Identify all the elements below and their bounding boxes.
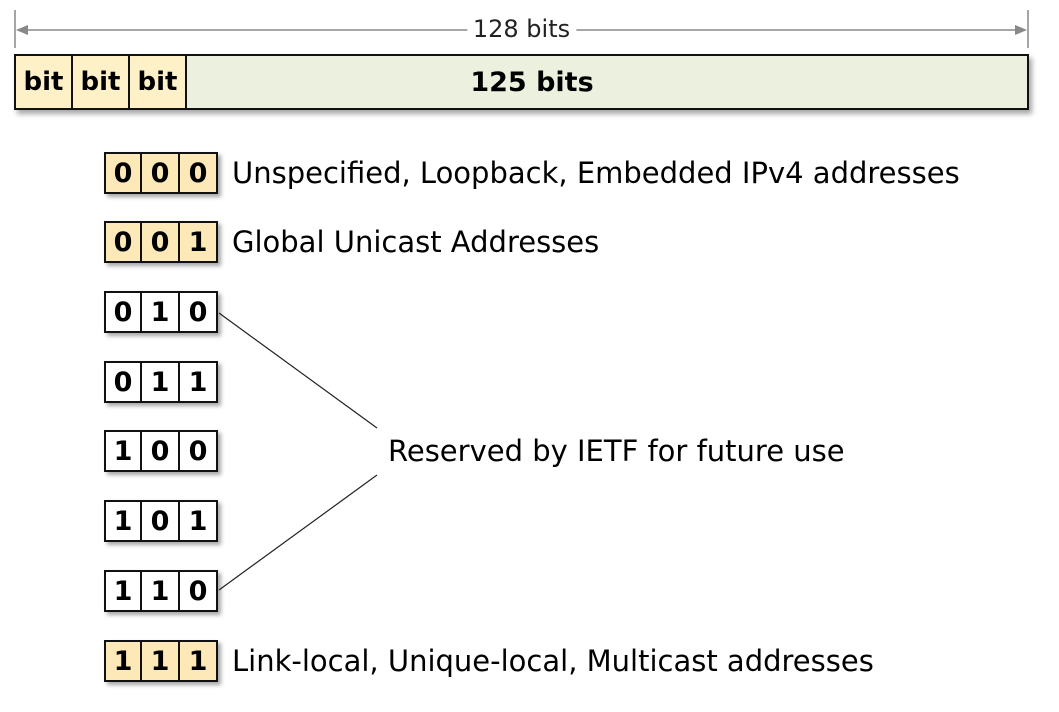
bit-cell: 0 bbox=[104, 361, 142, 403]
remaining-bits-field: 125 bits bbox=[185, 54, 1029, 110]
prefix-bits: 0 1 0 bbox=[104, 291, 218, 333]
prefix-description: Link-local, Unique-local, Multicast addr… bbox=[232, 644, 874, 678]
bit-cell: 0 bbox=[142, 152, 180, 194]
bit-cell: 0 bbox=[104, 221, 142, 263]
bit-cell: 0 bbox=[142, 221, 180, 263]
bit-cell: 0 bbox=[180, 291, 218, 333]
bit-cell: 0 bbox=[142, 500, 180, 542]
prefix-bits: 1 0 1 bbox=[104, 500, 218, 542]
bit-cell: 1 bbox=[142, 570, 180, 612]
total-width-indicator: 128 bits bbox=[14, 10, 1029, 50]
bit-cell: 1 bbox=[142, 640, 180, 682]
bit-cell: 0 bbox=[142, 430, 180, 472]
prefix-row-011: 0 1 1 bbox=[104, 361, 218, 403]
header-bit-3: bit bbox=[128, 54, 185, 110]
prefix-bits: 0 0 0 bbox=[104, 152, 218, 194]
address-bit-layout: bit bit bit 125 bits bbox=[14, 54, 1029, 110]
bit-cell: 1 bbox=[104, 500, 142, 542]
bit-cell: 0 bbox=[180, 152, 218, 194]
prefix-bits: 0 0 1 bbox=[104, 221, 218, 263]
bit-cell: 1 bbox=[180, 640, 218, 682]
total-bits-label: 128 bits bbox=[466, 15, 577, 43]
prefix-bits: 0 1 1 bbox=[104, 361, 218, 403]
bit-cell: 0 bbox=[104, 152, 142, 194]
bit-cell: 0 bbox=[104, 291, 142, 333]
bit-cell: 0 bbox=[180, 430, 218, 472]
bit-cell: 0 bbox=[180, 570, 218, 612]
prefix-bits: 1 0 0 bbox=[104, 430, 218, 472]
prefix-row-001: 0 0 1 Global Unicast Addresses bbox=[104, 221, 599, 263]
prefix-row-111: 1 1 1 Link-local, Unique-local, Multicas… bbox=[104, 640, 874, 682]
prefix-description: Global Unicast Addresses bbox=[232, 225, 600, 259]
connector-line-bottom bbox=[218, 474, 378, 591]
prefix-row-100: 1 0 0 bbox=[104, 430, 218, 472]
prefix-row-010: 0 1 0 bbox=[104, 291, 218, 333]
bit-cell: 1 bbox=[142, 291, 180, 333]
header-bit-2: bit bbox=[71, 54, 128, 110]
bit-cell: 1 bbox=[104, 430, 142, 472]
bit-cell: 1 bbox=[104, 570, 142, 612]
prefix-bits: 1 1 1 bbox=[104, 640, 218, 682]
connector-line-top bbox=[218, 312, 378, 429]
prefix-row-110: 1 1 0 bbox=[104, 570, 218, 612]
reserved-label: Reserved by IETF for future use bbox=[388, 434, 845, 468]
prefix-description: Unspecified, Loopback, Embedded IPv4 add… bbox=[232, 156, 960, 190]
bit-cell: 1 bbox=[180, 500, 218, 542]
prefix-row-000: 0 0 0 Unspecified, Loopback, Embedded IP… bbox=[104, 152, 960, 194]
prefix-row-101: 1 0 1 bbox=[104, 500, 218, 542]
bit-cell: 1 bbox=[180, 221, 218, 263]
bit-cell: 1 bbox=[104, 640, 142, 682]
header-bit-1: bit bbox=[14, 54, 71, 110]
prefix-bits: 1 1 0 bbox=[104, 570, 218, 612]
bit-cell: 1 bbox=[180, 361, 218, 403]
bit-cell: 1 bbox=[142, 361, 180, 403]
